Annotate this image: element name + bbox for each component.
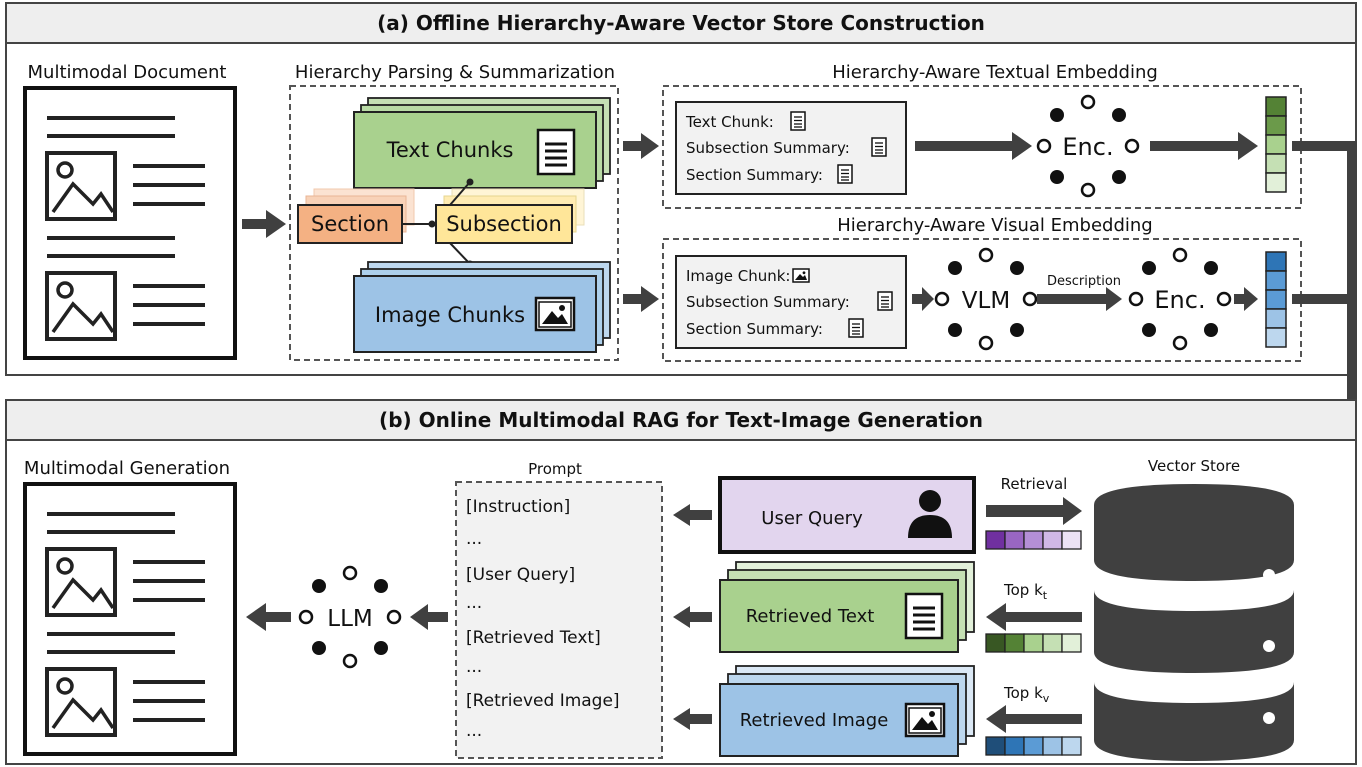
arrow-query-to-prompt xyxy=(673,504,712,526)
text-result-vector xyxy=(985,633,1082,653)
vector-store-label: Vector Store xyxy=(1148,457,1240,475)
prompt-line-ellipsis-2: ... xyxy=(466,593,482,613)
enc-label: Enc. xyxy=(1062,133,1113,161)
enc-node-text xyxy=(1036,94,1140,198)
visual-item-subsection-summary: Subsection Summary: xyxy=(686,293,850,311)
arrow-vlm-to-enc xyxy=(1037,287,1122,311)
llm-node xyxy=(298,565,402,669)
textual-embedding-title: Hierarchy-Aware Textual Embedding xyxy=(832,62,1158,83)
section-box xyxy=(297,204,403,244)
prompt-line-retrieved-text: [Retrieved Text] xyxy=(466,628,601,648)
document-icon xyxy=(877,291,893,311)
query-vector xyxy=(985,530,1082,550)
arrow-prompt-to-llm xyxy=(410,604,448,630)
user-query-label: User Query xyxy=(761,508,863,529)
multimodal-generation-icon xyxy=(23,482,237,756)
arrow-to-visual-embedding xyxy=(623,286,659,312)
multimodal-document-label: Multimodal Document xyxy=(28,62,227,83)
subsection-box xyxy=(435,204,573,244)
arrow-llm-to-generation xyxy=(246,603,291,631)
visual-item-image-chunk: Image Chunk: xyxy=(686,267,790,285)
vlm-label: VLM xyxy=(962,288,1010,314)
document-icon xyxy=(871,137,887,157)
parsing-container xyxy=(289,85,619,361)
prompt-line-instruction: [Instruction] xyxy=(466,497,570,517)
textual-list-box xyxy=(675,101,907,195)
document-icon xyxy=(790,111,806,131)
document-icon xyxy=(536,128,576,176)
panel-b-header xyxy=(5,399,1357,441)
arrow-to-image-vector xyxy=(1234,287,1258,311)
description-label: Description xyxy=(1047,274,1121,289)
multimodal-generation-label: Multimodal Generation xyxy=(24,458,230,479)
image-chunks-label: Image Chunks xyxy=(375,303,525,327)
prompt-title: Prompt xyxy=(528,460,582,478)
vector-store-icon xyxy=(1094,484,1294,761)
multimodal-document-icon xyxy=(23,86,237,360)
document-icon xyxy=(837,164,853,184)
arrow-image-to-prompt xyxy=(673,708,712,730)
prompt-line-ellipsis-3: ... xyxy=(466,657,482,677)
hierarchy-parsing-label: Hierarchy Parsing & Summarization xyxy=(295,62,615,83)
subsection-text-link xyxy=(449,181,471,206)
arrow-to-text-vector xyxy=(1150,132,1258,160)
arrow-top-kv xyxy=(986,705,1082,733)
image-icon xyxy=(792,268,810,283)
visual-list-box xyxy=(675,255,907,349)
document-icon xyxy=(848,318,864,338)
prompt-line-retrieved-image: [Retrieved Image] xyxy=(466,691,620,711)
text-embedding-vector xyxy=(1265,96,1287,193)
retrieval-label: Retrieval xyxy=(1001,475,1068,493)
enc-node-visual xyxy=(1128,247,1232,351)
prompt-line-user-query: [User Query] xyxy=(466,565,575,585)
document-icon xyxy=(904,592,944,640)
prompt-line-ellipsis-1: ... xyxy=(466,529,482,549)
arrow-retrieval xyxy=(986,497,1082,525)
retrieved-text-label: Retrieved Text xyxy=(746,606,875,627)
llm-label: LLM xyxy=(327,606,372,632)
panel-b-title: (b) Online Multimodal RAG for Text-Image… xyxy=(379,408,983,432)
arrow-doc-to-parsing xyxy=(242,210,286,238)
arrow-to-enc xyxy=(915,132,1032,160)
image-result-vector xyxy=(985,736,1082,756)
visual-item-section-summary: Section Summary: xyxy=(686,320,823,338)
image-embedding-vector xyxy=(1265,251,1287,348)
image-icon xyxy=(534,296,576,332)
panel-a-header xyxy=(5,2,1357,44)
textual-item-text-chunk: Text Chunk: xyxy=(685,113,774,131)
arrow-top-kt xyxy=(986,603,1082,631)
panel-a-title: (a) Offline Hierarchy-Aware Vector Store… xyxy=(377,11,985,35)
retrieved-image-label: Retrieved Image xyxy=(740,710,889,731)
textual-item-subsection-summary: Subsection Summary: xyxy=(686,139,850,157)
image-icon xyxy=(904,702,946,738)
text-chunks-label: Text Chunks xyxy=(386,138,514,162)
section-label: Section xyxy=(311,212,389,236)
user-icon xyxy=(908,490,952,538)
arrow-to-vlm xyxy=(912,287,934,311)
top-kt-label: Top kt xyxy=(1003,581,1048,602)
enc2-label: Enc. xyxy=(1154,286,1205,314)
prompt-line-ellipsis-4: ... xyxy=(466,721,482,741)
textual-item-section-summary: Section Summary: xyxy=(686,166,823,184)
vlm-node xyxy=(934,247,1038,351)
visual-embedding-title: Hierarchy-Aware Visual Embedding xyxy=(837,215,1152,236)
subsection-label: Subsection xyxy=(446,212,562,236)
subsection-image-link xyxy=(449,242,471,265)
arrow-to-textual-embedding xyxy=(623,133,659,159)
prompt-box xyxy=(455,481,663,759)
arrow-text-to-prompt xyxy=(673,606,712,628)
top-kv-label: Top kv xyxy=(1003,684,1050,705)
